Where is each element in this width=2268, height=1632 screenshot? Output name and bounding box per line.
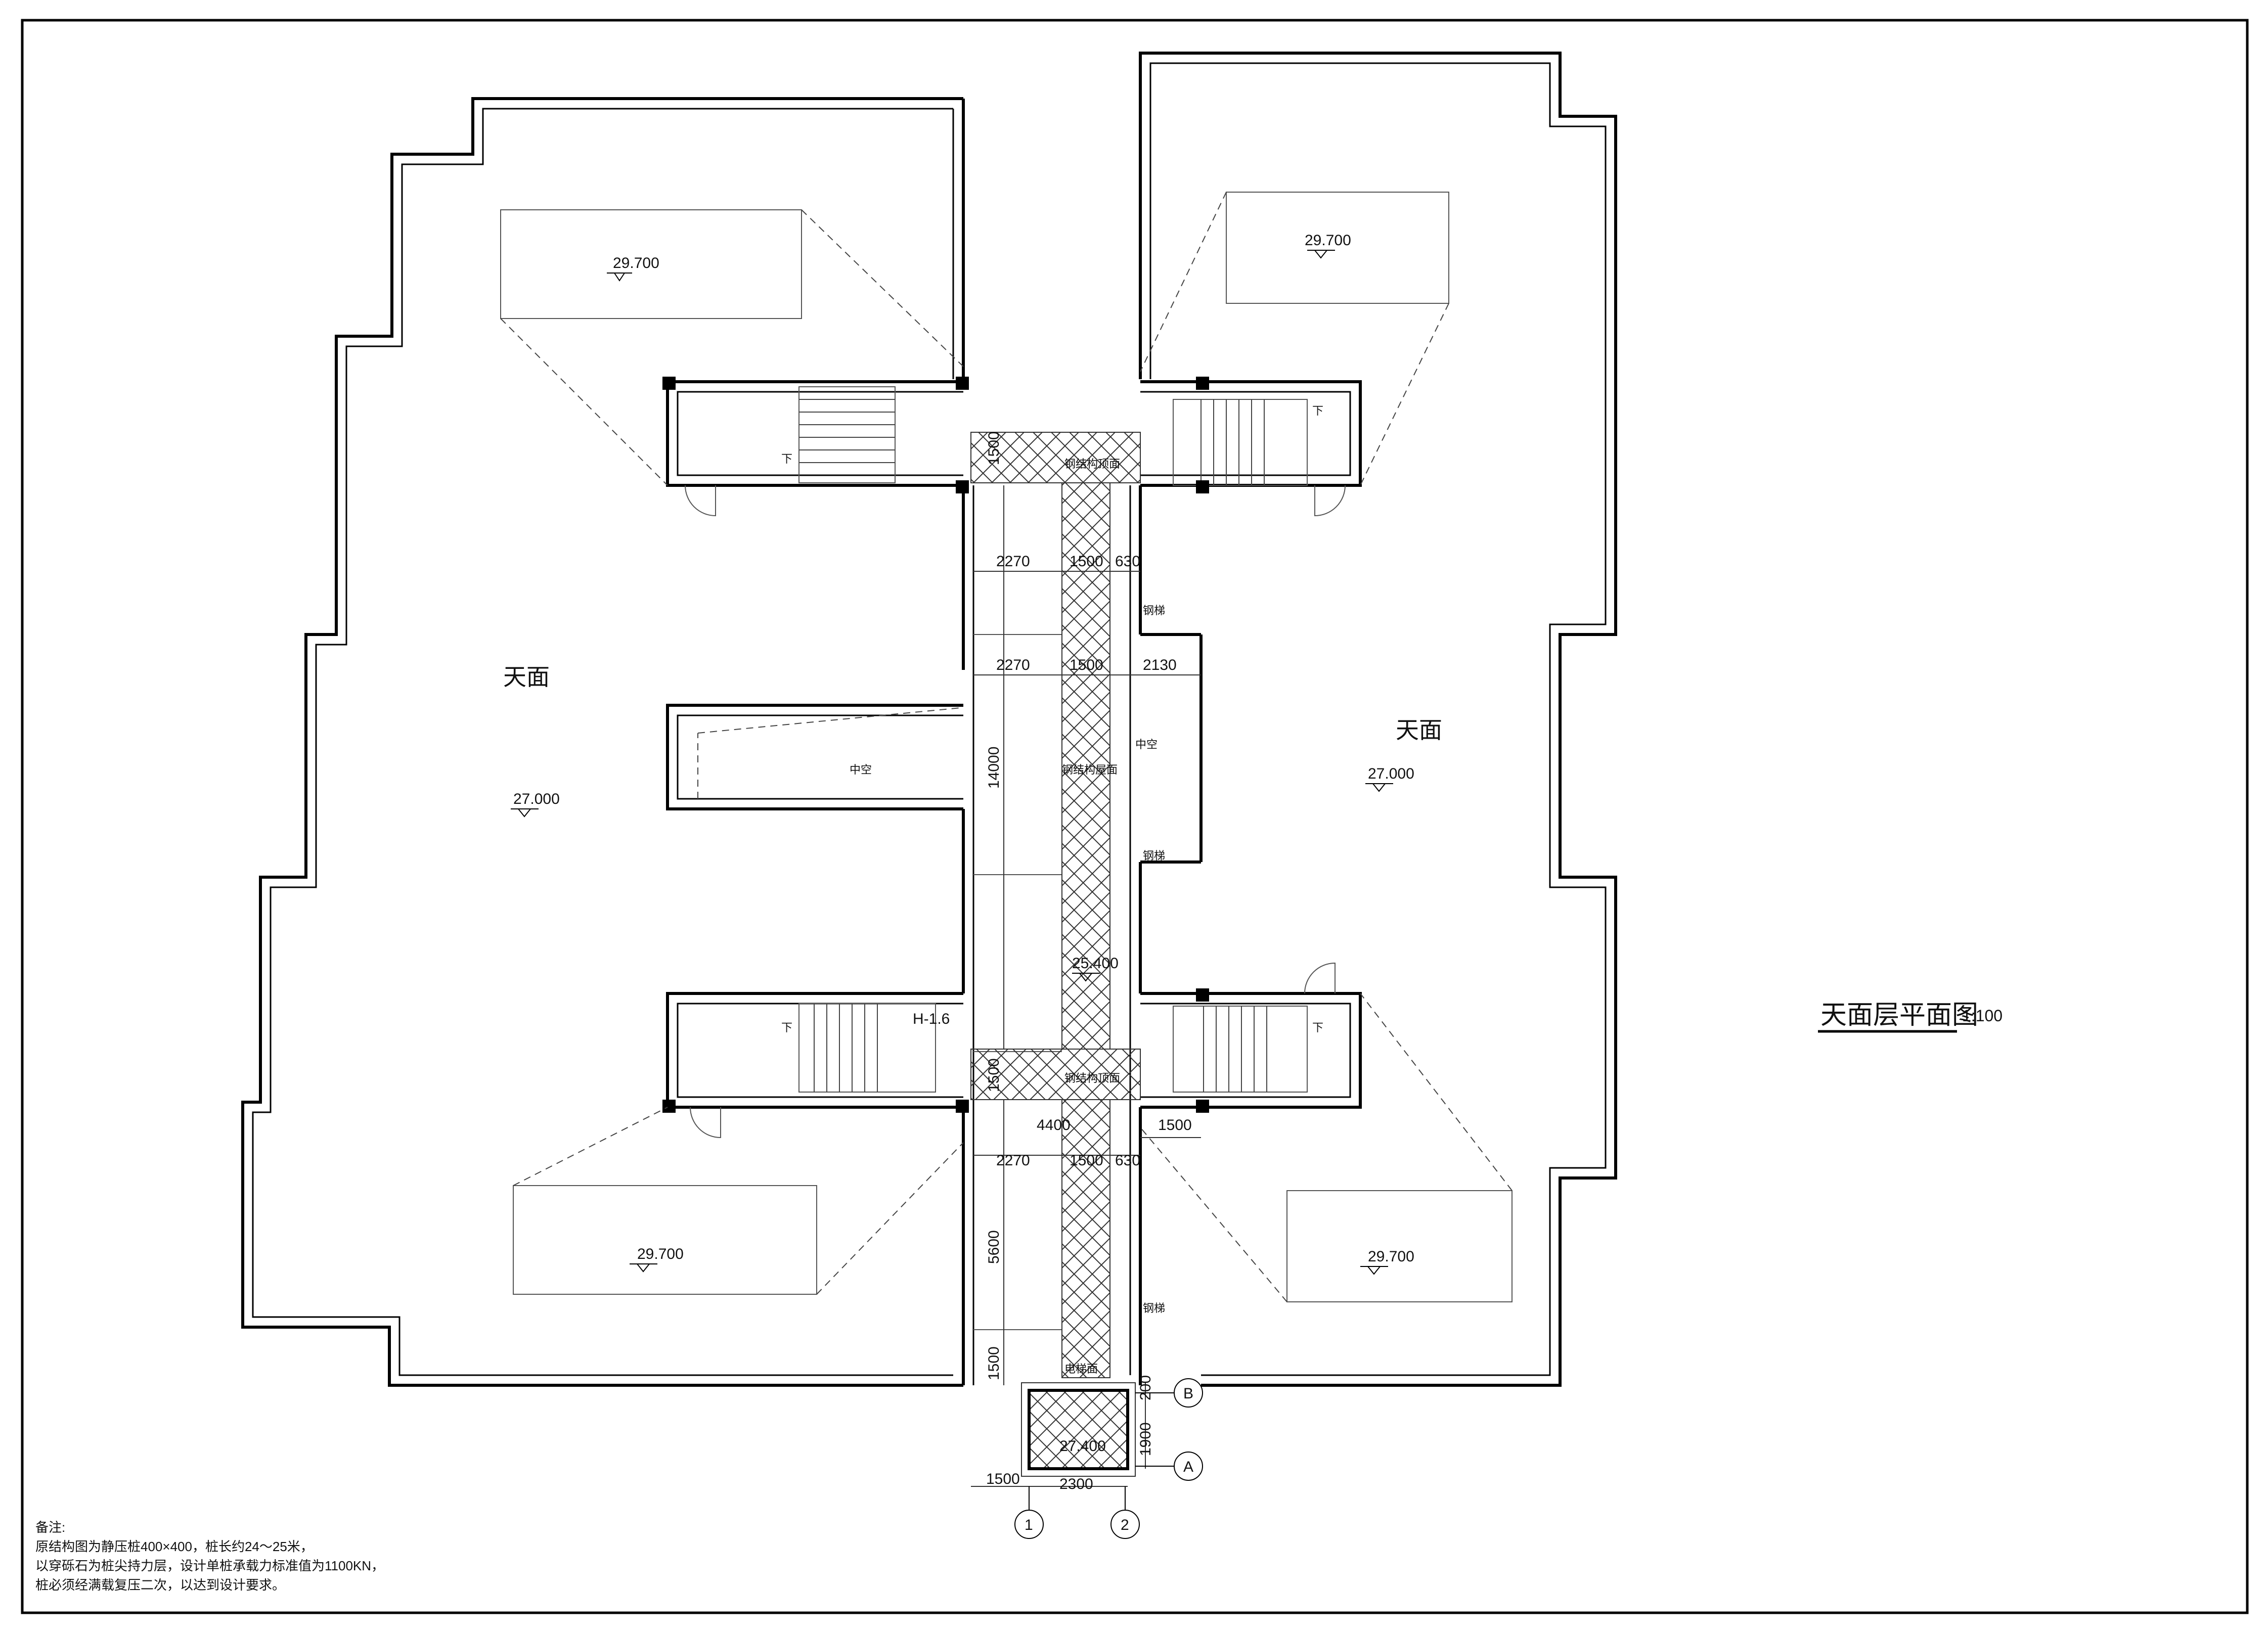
- axis-bubbles: [1014, 1378, 1203, 1539]
- sheet-border: [21, 19, 2249, 1614]
- h-mark: H-1.6: [913, 1011, 950, 1027]
- dim-14000: 14000: [986, 747, 1002, 789]
- left-void-notch: [666, 704, 963, 810]
- stair-down-rl: 下: [1312, 1021, 1323, 1034]
- tank-left-upper: [500, 209, 964, 486]
- tank-left-lower: [513, 1107, 964, 1295]
- dim-1500-top: 1500: [986, 431, 1002, 465]
- left-wing-outline: [241, 97, 965, 1387]
- stair-down-ll: 下: [781, 1021, 792, 1034]
- elevator-label: 电梯面: [1064, 1363, 1098, 1375]
- notes-line3: 桩必须经满载复压二次，以达到设计要求。: [35, 1577, 285, 1593]
- steel-roof-hatch: [970, 432, 1141, 1477]
- axis-b-label: B: [1183, 1385, 1193, 1402]
- notes-line2: 以穿砾石为桩尖持力层，设计单桩承载力标准值为1100KN，: [35, 1558, 384, 1573]
- roof-label-right: 天面: [1396, 717, 1442, 743]
- dim-1500-bottom: 1500: [986, 1471, 1020, 1487]
- stair-down-lu: 下: [781, 452, 792, 465]
- elev-left-upper-tank: 29.700: [613, 255, 659, 271]
- dim-2270-c: 2270: [996, 1152, 1030, 1169]
- tank-right-lower: [1140, 993, 1513, 1302]
- notes-line1: 原结构图为静压桩400×400，桩长约24～25米，: [35, 1539, 314, 1554]
- right-lower-stair: [1140, 962, 1362, 1113]
- dim-5600: 5600: [986, 1230, 1002, 1264]
- elev-left-lower-tank: 29.700: [637, 1246, 684, 1262]
- steel-ladder-1: 钢梯: [1143, 604, 1165, 617]
- dim-1500-right: 1500: [1158, 1117, 1192, 1134]
- drawing-title: 天面层平面图: [1820, 1001, 1978, 1030]
- elev-right-roof: 27.000: [1368, 765, 1414, 782]
- right-upper-stair: [1140, 377, 1362, 517]
- elev-right-lower-tank: 29.700: [1368, 1248, 1414, 1265]
- stair-down-ru: 下: [1312, 404, 1323, 417]
- dim-1500-low: 1500: [986, 1346, 1002, 1380]
- dim-4400: 4400: [1037, 1117, 1071, 1134]
- dim-630-c: 630: [1115, 1152, 1140, 1169]
- elev-left-roof: 27.000: [513, 791, 560, 807]
- steel-ladder-2: 钢梯: [1143, 849, 1165, 862]
- left-lower-stair: [662, 992, 969, 1139]
- corridor-walls: [962, 485, 1203, 1385]
- dim-1500-c: 1500: [1070, 1152, 1103, 1169]
- elev-elevator: 27.400: [1059, 1438, 1106, 1455]
- steel-roof-bottom-label: 钢结构顶面: [1064, 1072, 1120, 1084]
- left-upper-stair: [662, 377, 969, 517]
- notes-heading: 备注:: [35, 1520, 65, 1535]
- dim-200: 200: [1137, 1375, 1154, 1400]
- right-wing-outline: [1139, 52, 1617, 1387]
- elev-right-upper-tank: 29.700: [1305, 232, 1351, 249]
- tank-right-upper: [1140, 192, 1449, 486]
- void-label-right: 中空: [1135, 738, 1158, 751]
- dim-1500-b: 1500: [1070, 657, 1103, 673]
- dimension-lines: [971, 485, 1201, 1487]
- elev-corridor: 25.400: [1072, 955, 1119, 972]
- dim-2300: 2300: [1059, 1476, 1093, 1492]
- dim-2130: 2130: [1143, 657, 1177, 673]
- stair-treads-lu: [799, 399, 895, 463]
- axis-2-label: 2: [1121, 1517, 1129, 1533]
- elevation-symbols: [511, 250, 1393, 1275]
- steel-ladder-3: 钢梯: [1143, 1302, 1165, 1314]
- dim-2270-b: 2270: [996, 657, 1030, 673]
- axis-a-label: A: [1183, 1459, 1193, 1475]
- drawing-scale: 1:100: [1962, 1007, 2003, 1025]
- void-label: 中空: [850, 763, 872, 776]
- steel-roof-mid-label: 钢结构屋面: [1062, 763, 1118, 776]
- dim-2270-a: 2270: [996, 553, 1030, 570]
- dim-1900: 1900: [1137, 1422, 1154, 1456]
- axis-1-label: 1: [1025, 1517, 1033, 1533]
- dim-1500-mid: 1500: [986, 1058, 1002, 1092]
- dim-1500-a: 1500: [1070, 553, 1103, 570]
- roof-label-left: 天面: [503, 664, 550, 690]
- dim-630-a: 630: [1115, 553, 1140, 570]
- steel-roof-top-label: 钢结构顶面: [1064, 458, 1120, 470]
